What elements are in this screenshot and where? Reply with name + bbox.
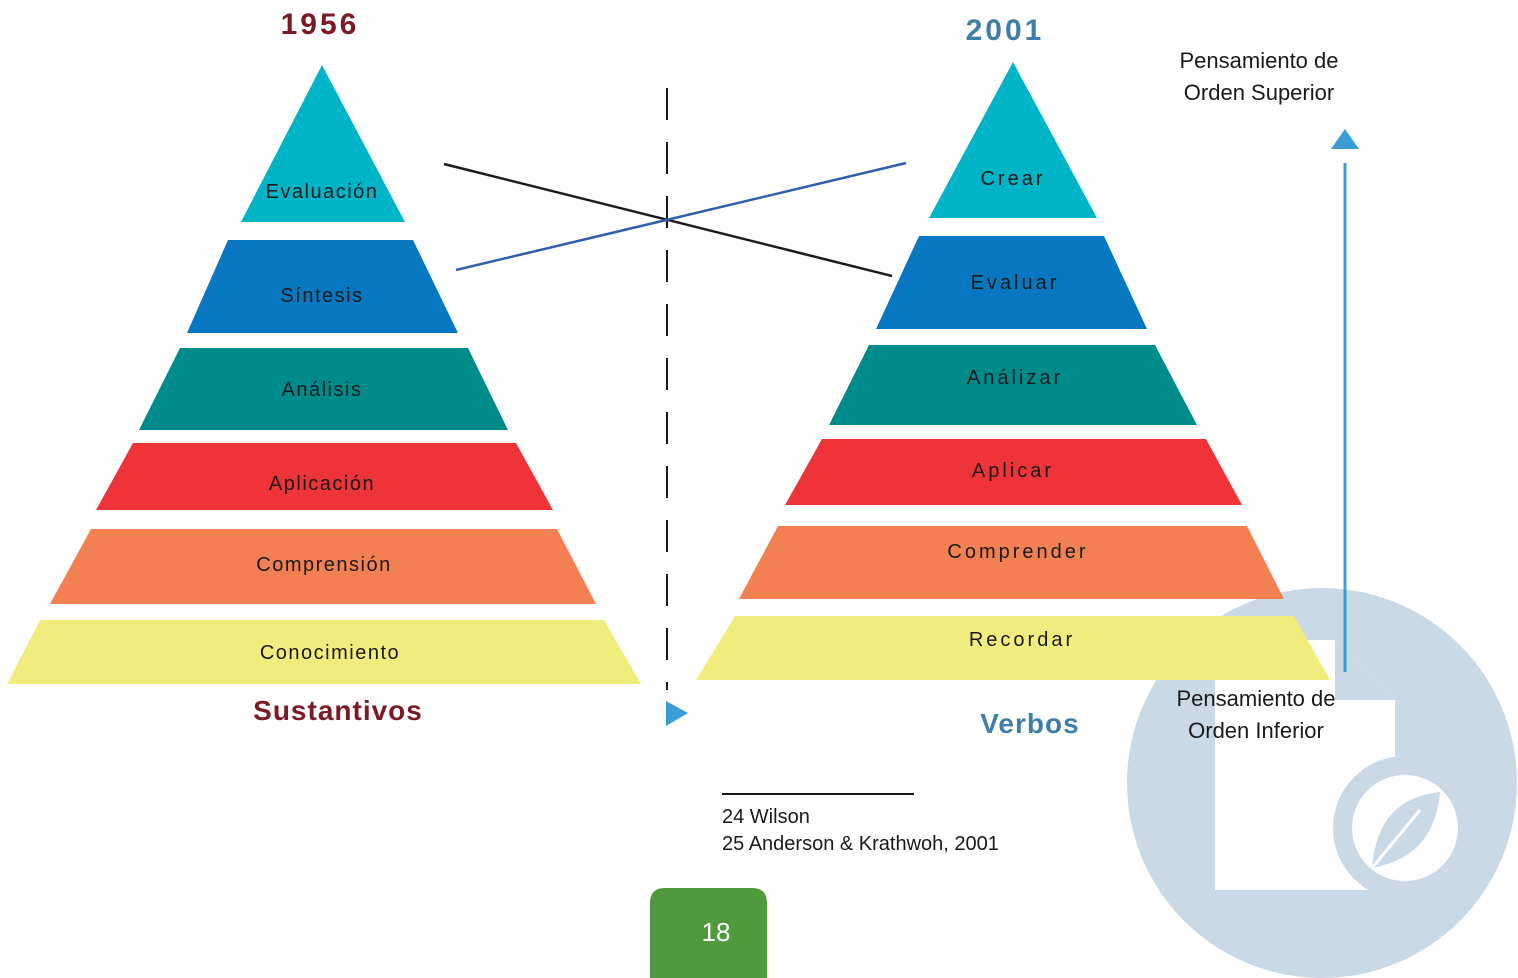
divider-arrowhead-icon [666, 701, 688, 726]
tier-label-2001-crear: Crear [980, 168, 1045, 190]
watermark-logo-icon [1127, 588, 1517, 978]
tier-label-2001-aplicar: Aplicar [972, 460, 1054, 482]
year-label-left: 1956 [281, 8, 360, 41]
lower-order-label-line2: Orden Inferior [1188, 718, 1324, 743]
higher-order-label-line2: Orden Superior [1184, 80, 1334, 105]
tier-1956-conocimiento [7, 620, 641, 684]
footnote-24: 24 Wilson [722, 806, 810, 828]
footnote-25: 25 Anderson & Krathwoh, 2001 [722, 833, 999, 855]
tier-label-1956-sintesis: Síntesis [280, 285, 363, 307]
tier-label-2001-recordar: Recordar [969, 629, 1075, 651]
tier-1956-sintesis [187, 240, 458, 333]
tier-2001-analizar [829, 345, 1197, 425]
page-number-badge [650, 888, 767, 978]
tier-label-1956-analisis: Análisis [282, 379, 363, 401]
tier-label-1956-aplicacion: Aplicación [269, 473, 375, 495]
lower-order-label-line1: Pensamiento de [1177, 686, 1336, 711]
caption-verbos: Verbos [980, 708, 1079, 739]
thinking-level-arrowhead-icon [1331, 129, 1359, 149]
tier-label-1956-comprension: Comprensión [256, 554, 391, 576]
tier-label-2001-comprender: Comprender [947, 541, 1088, 563]
pyramid-1956: Evaluación Síntesis Análisis Aplicación … [7, 65, 641, 684]
tier-1956-evaluacion [241, 65, 405, 222]
cross-line-sintesis-crear [455, 161, 907, 272]
tier-label-1956-conocimiento: Conocimiento [260, 642, 400, 664]
tier-2001-evaluar [876, 236, 1147, 329]
tier-2001-crear [929, 62, 1097, 218]
tier-2001-comprender [739, 526, 1284, 599]
tier-2001-recordar [696, 616, 1330, 680]
tier-2001-aplicar [785, 439, 1242, 505]
tier-label-2001-evaluar: Evaluar [971, 272, 1060, 294]
higher-order-label-line1: Pensamiento de [1180, 48, 1339, 73]
tier-1956-comprension [50, 529, 596, 604]
year-label-right: 2001 [966, 14, 1045, 47]
tier-label-1956-evaluacion: Evaluación [266, 181, 379, 203]
tier-1956-analisis [139, 348, 508, 430]
tier-1956-aplicacion [96, 443, 553, 510]
pyramid-2001: Crear Evaluar Análizar Aplicar Comprende… [696, 62, 1330, 680]
page-number: 18 [702, 917, 731, 947]
caption-sustantivos: Sustantivos [253, 695, 423, 726]
tier-label-2001-analizar: Análizar [967, 367, 1063, 389]
